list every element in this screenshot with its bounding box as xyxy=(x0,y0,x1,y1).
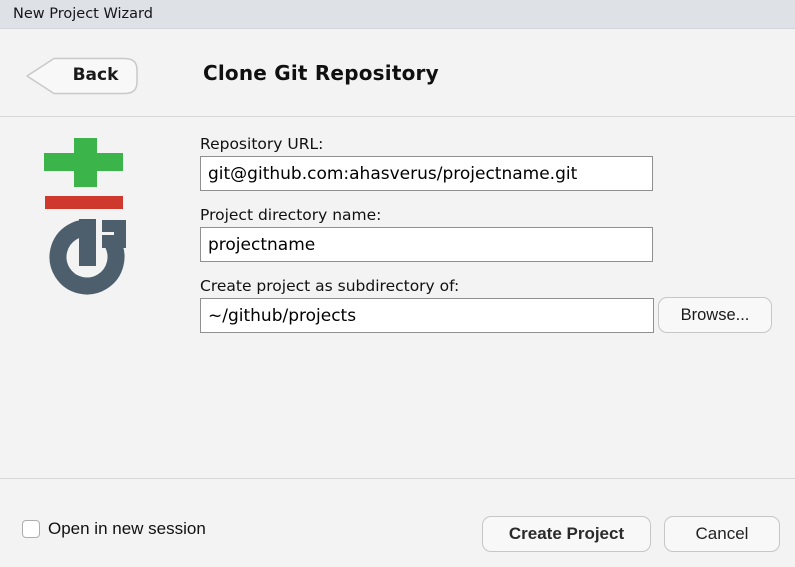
git-minus-bar xyxy=(45,196,123,209)
back-arrow-shape xyxy=(26,57,138,95)
subdirectory-input[interactable] xyxy=(200,298,654,333)
git-logo-icon xyxy=(44,138,126,295)
git-g-stem xyxy=(79,219,96,266)
browse-button[interactable]: Browse... xyxy=(658,297,772,333)
footer-divider xyxy=(0,478,795,479)
back-button-label: Back xyxy=(72,64,119,85)
back-button[interactable]: Back xyxy=(24,57,141,95)
clone-form: Repository URL: Project directory name: … xyxy=(200,132,775,333)
open-new-session-checkbox[interactable] xyxy=(22,520,40,538)
repository-url-input[interactable] xyxy=(200,156,653,191)
open-new-session-label: Open in new session xyxy=(48,519,206,538)
open-new-session-row: Open in new session xyxy=(22,519,206,539)
window-titlebar: New Project Wizard xyxy=(0,0,795,29)
project-directory-label: Project directory name: xyxy=(200,206,382,224)
git-g-hook xyxy=(102,220,126,248)
project-directory-input[interactable] xyxy=(200,227,653,262)
window-title: New Project Wizard xyxy=(13,6,153,22)
page-title: Clone Git Repository xyxy=(203,61,439,85)
repository-url-label: Repository URL: xyxy=(200,135,324,153)
header-divider xyxy=(0,116,795,117)
cancel-button[interactable]: Cancel xyxy=(664,516,780,552)
subdirectory-label: Create project as subdirectory of: xyxy=(200,277,460,295)
git-plus-horizontal xyxy=(44,153,123,171)
create-project-button[interactable]: Create Project xyxy=(482,516,651,552)
